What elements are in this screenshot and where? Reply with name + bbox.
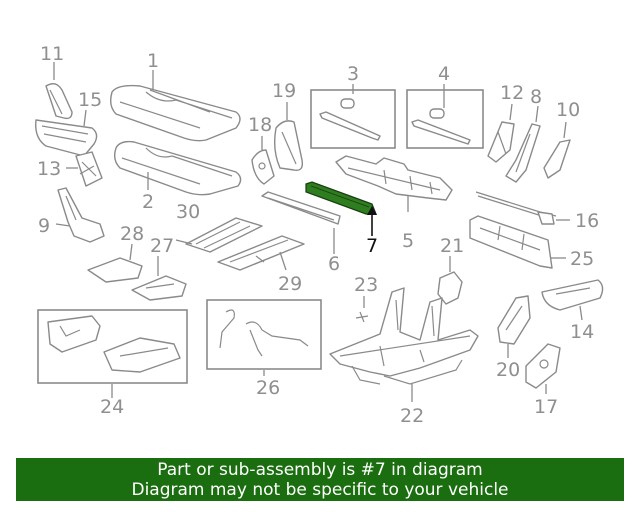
- label-17: 17: [534, 396, 558, 418]
- part-22-drawing: [329, 287, 479, 402]
- label-18: 18: [248, 114, 272, 136]
- label-9: 9: [38, 215, 50, 237]
- part-26-drawing: [219, 309, 309, 376]
- label-19: 19: [272, 80, 296, 102]
- part-2-drawing: [113, 140, 242, 196]
- part-6-drawing: [261, 191, 341, 254]
- part-25-drawing: [469, 215, 566, 269]
- part-30-drawing: [175, 217, 263, 253]
- label-23: 23: [354, 274, 378, 296]
- parts-diagram: 11 15 13 9 1 2 3: [35, 43, 604, 427]
- part-4-box: [406, 89, 484, 149]
- part-11-drawing: [45, 62, 73, 120]
- label-13: 13: [37, 158, 61, 180]
- part-3-drawing: [319, 84, 381, 141]
- part-18-drawing: [251, 136, 275, 185]
- part-17-drawing: [525, 343, 561, 394]
- part-26-box: [206, 299, 322, 370]
- label-12: 12: [500, 82, 524, 104]
- part-5-drawing: [335, 155, 453, 212]
- part-8-drawing: [505, 105, 541, 183]
- part-16-drawing: [475, 191, 570, 225]
- label-29: 29: [278, 273, 302, 295]
- label-25: 25: [570, 248, 594, 270]
- label-26: 26: [256, 377, 280, 399]
- label-21: 21: [440, 235, 464, 257]
- part-1-drawing: [109, 70, 241, 142]
- banner-line-1: Part or sub-assembly is #7 in diagram: [157, 460, 483, 480]
- label-30: 30: [176, 201, 200, 223]
- part-10-drawing: [543, 121, 571, 179]
- label-16: 16: [575, 210, 599, 232]
- part-21-drawing: [437, 256, 463, 305]
- part-14-drawing: [541, 279, 604, 321]
- part-28-drawing: [87, 243, 143, 283]
- label-8: 8: [530, 86, 542, 108]
- label-15: 15: [78, 89, 102, 111]
- info-banner: Part or sub-assembly is #7 in diagram Di…: [16, 458, 624, 501]
- part-15-drawing: [35, 109, 98, 157]
- label-11: 11: [40, 43, 64, 65]
- label-10: 10: [556, 99, 580, 121]
- label-2: 2: [142, 191, 154, 213]
- label-14: 14: [570, 321, 594, 343]
- label-24: 24: [100, 396, 124, 418]
- part-27-drawing: [131, 256, 187, 301]
- part-4-drawing: [411, 84, 471, 145]
- label-28: 28: [120, 223, 144, 245]
- part-9-drawing: [55, 187, 105, 243]
- part-24-drawing: [47, 315, 181, 398]
- banner-line-2: Diagram may not be specific to your vehi…: [131, 480, 509, 500]
- part-12-drawing: [487, 103, 515, 163]
- label-5: 5: [402, 230, 414, 252]
- part-13-drawing: [66, 151, 103, 187]
- label-4: 4: [438, 63, 450, 85]
- part-7-drawing: [305, 181, 377, 236]
- label-6: 6: [328, 253, 340, 275]
- part-20-drawing: [497, 295, 531, 358]
- label-3: 3: [347, 63, 359, 85]
- label-22: 22: [400, 405, 424, 427]
- label-20: 20: [496, 359, 520, 381]
- label-27: 27: [150, 235, 174, 257]
- part-19-drawing: [273, 102, 304, 171]
- part-23-drawing: [355, 296, 369, 323]
- label-7: 7: [366, 235, 378, 257]
- label-1: 1: [147, 50, 159, 72]
- part-29-drawing: [217, 235, 305, 271]
